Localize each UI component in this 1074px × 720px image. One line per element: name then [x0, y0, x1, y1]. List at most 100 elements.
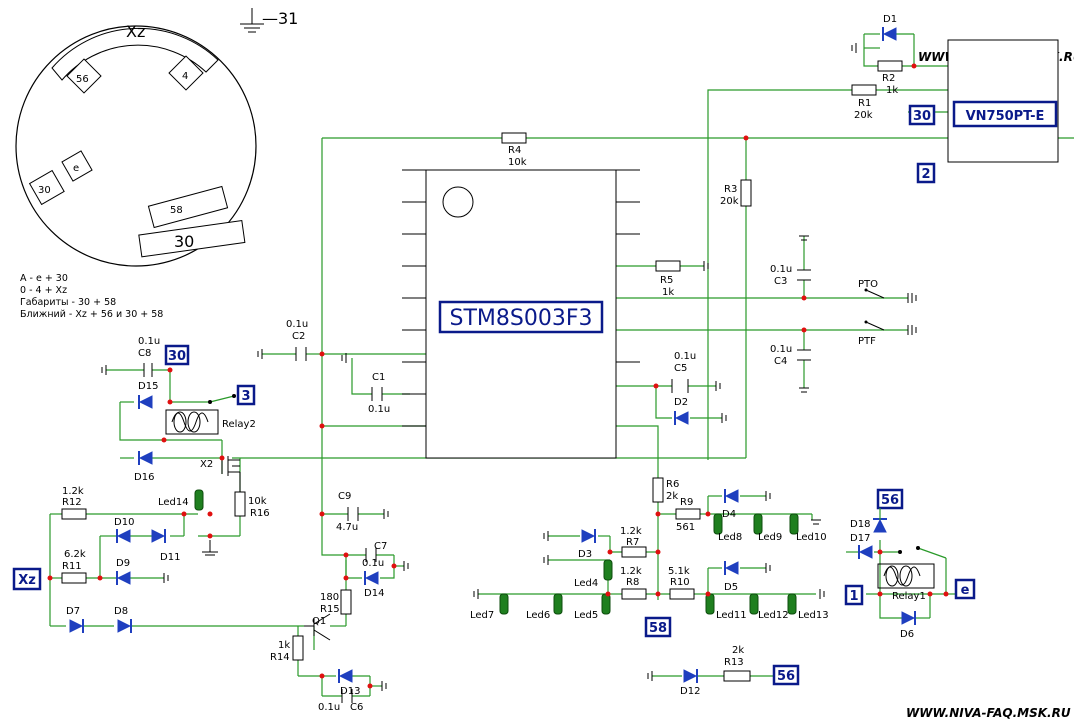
driver-ic: VN750PT-E — [947, 39, 1059, 163]
led6 — [553, 593, 563, 615]
lbl-ptf: PTF — [858, 336, 876, 347]
terminal-30-driver: 30 — [913, 109, 931, 124]
lbl-c6: C6 — [350, 702, 363, 713]
lbl-d16: D16 — [134, 472, 154, 483]
lbl-pto: PTO — [858, 279, 878, 290]
lbl-c2v: 0.1u — [286, 319, 308, 330]
terminal-3: 3 — [241, 389, 250, 404]
pin-xz: Xz — [126, 22, 145, 41]
lbl-c5v: 0.1u — [674, 351, 696, 362]
d7-diode — [69, 619, 84, 633]
lbl-r6: R6 — [666, 479, 679, 490]
lbl-r16: R16 — [250, 508, 270, 519]
pin-56: 56 — [76, 74, 89, 85]
lbl-r10: R10 — [670, 577, 690, 588]
ground-note: —31 — [240, 8, 298, 33]
lbl-c3v: 0.1u — [770, 264, 792, 275]
led13 — [787, 593, 797, 615]
lbl-r3: R3 — [724, 184, 737, 195]
pin-30a: 30 — [38, 185, 51, 196]
lbl-led7: Led7 — [470, 610, 494, 621]
lbl-led12: Led12 — [758, 610, 789, 621]
led12 — [749, 593, 759, 615]
r7-body — [621, 546, 647, 558]
d3-diode — [581, 529, 596, 543]
lbl-c9v: 4.7u — [336, 522, 358, 533]
d8-diode — [117, 619, 132, 633]
led4 — [603, 559, 613, 581]
lbl-r11v: 6.2k — [64, 549, 86, 560]
lbl-r9: R9 — [680, 497, 693, 508]
r5-body — [655, 260, 681, 272]
driver-label: VN750PT-E — [966, 109, 1045, 124]
r2-body — [877, 60, 903, 72]
lbl-d1: D1 — [883, 14, 897, 25]
d1-diode — [882, 27, 897, 41]
lbl-r4: R4 — [508, 145, 521, 156]
relay1 — [877, 546, 935, 589]
lbl-d5: D5 — [724, 582, 738, 593]
lbl-r15: R15 — [320, 604, 340, 615]
terminal-30-relay2: 30 — [168, 349, 186, 364]
lbl-c3: C3 — [774, 276, 787, 287]
lbl-d10: D10 — [114, 517, 134, 528]
lbl-d2: D2 — [674, 397, 688, 408]
connector-diagram: Xz 56 4 e 30 58 30 — [15, 22, 257, 267]
lbl-r5: R5 — [660, 275, 673, 286]
leds — [194, 489, 799, 615]
diodes — [69, 27, 916, 683]
ptf-switch — [864, 320, 885, 331]
lbl-r12: R12 — [62, 497, 82, 508]
lbl-r4v: 10k — [508, 157, 527, 168]
pin-e: e — [73, 163, 79, 174]
d11-diode — [151, 529, 166, 543]
d9-diode — [116, 571, 131, 585]
lbl-c6v: 0.1u — [318, 702, 340, 713]
lbl-r1: R1 — [858, 98, 871, 109]
lbl-c8: C8 — [138, 348, 151, 359]
watermark-bottom: WWW.NIVA-FAQ.MSK.RU — [906, 706, 1071, 720]
lbl-c7: C7 — [374, 541, 387, 552]
terminal-1: 1 — [849, 589, 858, 604]
resistors — [61, 60, 903, 682]
lbl-r7v: 1.2k — [620, 526, 642, 537]
lbl-q1: Q1 — [312, 616, 326, 627]
d12-diode — [683, 669, 698, 683]
d15-diode — [138, 395, 153, 409]
lbl-r12v: 1.2k — [62, 486, 84, 497]
d13-diode — [338, 669, 353, 683]
capacitors — [143, 269, 811, 703]
led11 — [705, 593, 715, 615]
led10 — [789, 513, 799, 535]
terminal-56-bottom: 56 — [777, 669, 795, 684]
pin-58: 58 — [170, 205, 183, 216]
r3-body — [740, 179, 752, 207]
lbl-d13: D13 — [340, 686, 360, 697]
led5 — [601, 593, 611, 615]
lbl-led4: Led4 — [574, 578, 598, 589]
legend-line-4: Ближний - Xz + 56 и 30 + 58 — [20, 309, 163, 320]
grounds — [101, 42, 917, 692]
d14-diode — [364, 571, 379, 585]
lbl-r7: R7 — [626, 537, 639, 548]
pto-switch — [864, 288, 885, 299]
terminal-58: 58 — [649, 621, 667, 636]
led14 — [194, 489, 204, 511]
d18-diode — [873, 508, 887, 533]
lbl-d9: D9 — [116, 558, 130, 569]
lbl-d14: D14 — [364, 588, 384, 599]
lbl-c9: C9 — [338, 491, 351, 502]
junctions — [47, 63, 949, 689]
lbl-r9v: 561 — [676, 522, 695, 533]
lbl-c5: C5 — [674, 363, 687, 374]
lbl-d6: D6 — [900, 629, 914, 640]
lbl-d12: D12 — [680, 686, 700, 697]
lbl-c2: C2 — [292, 331, 305, 342]
lbl-led13: Led13 — [798, 610, 829, 621]
lbl-c7v: 0.1u — [362, 558, 384, 569]
lbl-led9: Led9 — [758, 532, 782, 543]
legend: A - e + 30 0 - 4 + Xz Габариты - 30 + 58… — [20, 273, 163, 320]
lbl-d17: D17 — [850, 533, 870, 544]
lbl-c1v: 0.1u — [368, 404, 390, 415]
